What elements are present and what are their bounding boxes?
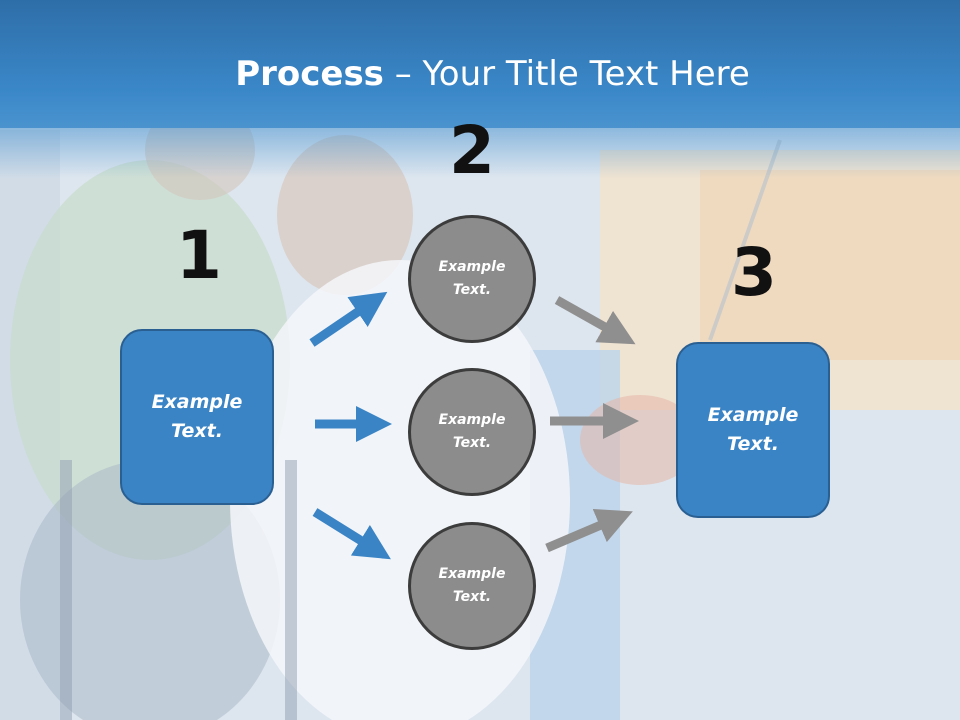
circle-middle-line2: Text. [452,435,492,451]
circle-top: Example Text. [408,215,536,343]
circle-middle: Example Text. [408,368,536,496]
circle-bottom-line1: Example [438,566,506,582]
left-text-box: Example Text. [120,329,274,505]
slide-title: Process – Your Title Text Here [0,52,960,96]
circle-top-line2: Text. [452,282,492,298]
title-rest: – Your Title Text Here [383,54,750,94]
circle-top-line1: Example [438,259,506,275]
left-box-line2: Text. [171,420,223,442]
circle-bottom: Example Text. [408,522,536,650]
title-bold: Process [235,54,384,94]
title-bar-fade [0,128,960,178]
left-box-line1: Example [151,391,243,413]
title-bar [0,0,960,128]
step-number-2: 2 [449,112,495,189]
circle-middle-line1: Example [438,412,506,428]
step-number-3: 3 [731,234,777,311]
right-box-line1: Example [707,404,799,426]
right-text-box: Example Text. [676,342,830,518]
step-number-1: 1 [176,217,222,294]
right-box-line2: Text. [727,433,779,455]
circle-bottom-line2: Text. [452,589,492,605]
